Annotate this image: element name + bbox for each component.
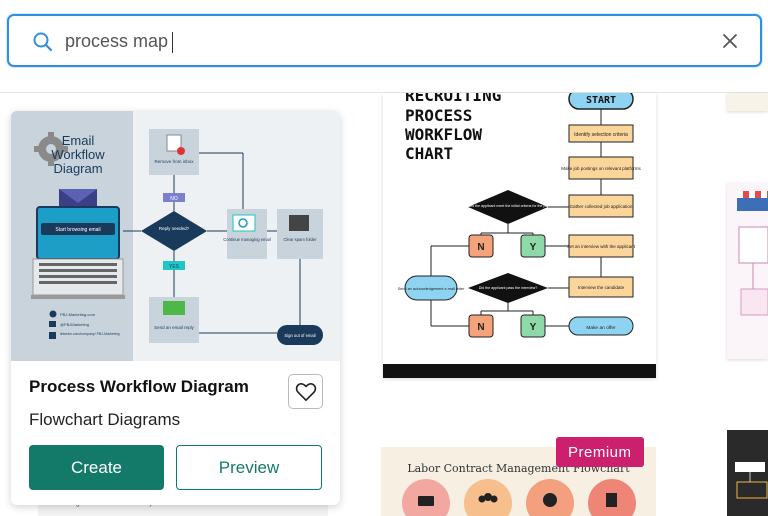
template-card-process-workflow[interactable]: Email Workflow Diagram Start browsing em… bbox=[11, 111, 340, 505]
svg-text:Y: Y bbox=[530, 242, 537, 253]
send-label: Send an email reply bbox=[154, 325, 195, 330]
card-category: Flowchart Diagrams bbox=[29, 410, 181, 429]
svg-text:NO: NO bbox=[170, 196, 178, 202]
rec-side-node-label: Send an acknowledgement e-mail letter bbox=[398, 287, 465, 291]
thumb-footer-3: linkedin.com/company/ PBJ-Marketing bbox=[60, 332, 120, 336]
card-title: Process Workflow Diagram bbox=[29, 377, 249, 396]
labor-icons bbox=[402, 479, 636, 516]
svg-text:N: N bbox=[477, 322, 484, 333]
signout-label: Sign out of email bbox=[284, 333, 315, 338]
signout-node bbox=[277, 325, 323, 345]
dollar-icon bbox=[543, 493, 557, 507]
rec-title-line-3: WORKFLOW bbox=[405, 125, 482, 144]
thumb-heading-1: Email bbox=[62, 133, 95, 148]
create-button[interactable]: Create bbox=[29, 445, 164, 490]
thumb-heading-2: Workflow bbox=[51, 147, 105, 162]
recruiting-thumbnail: RECRUITING PROCESS WORKFLOW CHART START … bbox=[398, 93, 642, 338]
rec-step-3-label: Gather collected job application bbox=[570, 204, 633, 209]
no-tag bbox=[163, 193, 185, 202]
card-thumbnail[interactable]: Email Workflow Diagram Start browsing em… bbox=[11, 111, 340, 361]
rec-step-4-label: Set an interview with the applicant bbox=[567, 244, 636, 249]
twitter-icon bbox=[49, 321, 56, 327]
rec-step-6-label: Make an offer bbox=[586, 325, 616, 331]
rec-decision-2 bbox=[468, 273, 548, 303]
rec-no-box-2 bbox=[468, 314, 494, 338]
search-header bbox=[0, 0, 768, 92]
template-card-recruiting[interactable]: RECRUITING PROCESS WORKFLOW CHART START … bbox=[383, 93, 656, 378]
rec-step-3 bbox=[568, 194, 634, 218]
rec-step-1-label: Identify selection criteria bbox=[574, 132, 628, 138]
card-footer-bar bbox=[383, 364, 656, 378]
search-input[interactable] bbox=[65, 26, 705, 56]
svg-text:YES: YES bbox=[169, 264, 180, 270]
yes-tag bbox=[163, 261, 185, 270]
id-card-icon bbox=[418, 496, 434, 506]
rec-decision-1-label: Does the applicant meet the initial crit… bbox=[466, 204, 551, 208]
thumb-start-label: Start browsing email bbox=[55, 227, 100, 233]
thumb-heading-3: Diagram bbox=[53, 161, 102, 176]
rec-step-5 bbox=[568, 276, 634, 298]
rec-step-6 bbox=[568, 316, 634, 336]
team-icon bbox=[478, 495, 486, 503]
email-workflow-diagram: Email Workflow Diagram Start browsing em… bbox=[31, 129, 323, 345]
rec-decision-2-label: Did the applicant pass the interview? bbox=[479, 286, 538, 290]
template-card-partial-bottom[interactable] bbox=[727, 430, 768, 516]
rec-step-2-label: Make job postings on relevant platforms bbox=[561, 166, 641, 171]
preview-button[interactable]: Preview bbox=[176, 445, 322, 490]
rec-title-line-2: PROCESS bbox=[405, 106, 472, 125]
rec-start-label: START bbox=[586, 95, 616, 106]
close-icon[interactable] bbox=[718, 29, 742, 53]
heart-icon bbox=[295, 383, 317, 401]
gear-icon bbox=[34, 132, 68, 166]
store-thumbnail bbox=[737, 191, 768, 316]
template-card-partial-top[interactable] bbox=[727, 93, 768, 111]
rec-decision-1 bbox=[468, 190, 548, 224]
reply-decision bbox=[141, 211, 207, 251]
document-icon bbox=[606, 493, 617, 507]
header-divider bbox=[0, 92, 768, 93]
premium-badge: Premium bbox=[556, 437, 644, 467]
template-card-partial-middle[interactable] bbox=[727, 183, 768, 359]
globe-icon bbox=[49, 310, 57, 318]
linkedin-icon bbox=[49, 332, 56, 339]
rec-title-line-4: CHART bbox=[405, 144, 453, 163]
rec-step-5-label: Interview the candidate bbox=[578, 285, 625, 290]
remove-label: Remove from inbox bbox=[154, 159, 194, 164]
favorite-button[interactable] bbox=[288, 374, 323, 409]
continue-label: Continue managing email bbox=[223, 237, 271, 242]
rec-title-line-1: RECRUITING bbox=[405, 93, 501, 105]
reply-label: Reply needed? bbox=[159, 226, 190, 231]
thumb-footer-2: @PBJMarketing bbox=[60, 322, 89, 327]
svg-text:Y: Y bbox=[530, 322, 537, 333]
thumb-footer-1: PBJ-Marketing.com bbox=[60, 312, 96, 317]
search-icon[interactable] bbox=[31, 30, 55, 54]
dark-thumbnail bbox=[735, 462, 768, 499]
text-caret bbox=[172, 32, 173, 53]
svg-text:N: N bbox=[477, 242, 484, 253]
search-box[interactable] bbox=[7, 14, 762, 67]
clear-label: Clear spam folder bbox=[283, 237, 317, 242]
